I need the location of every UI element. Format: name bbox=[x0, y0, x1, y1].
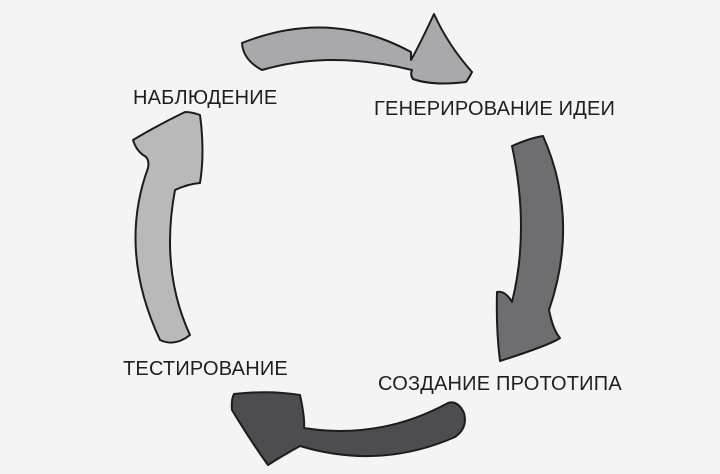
arrow-prototype-to-testing bbox=[230, 391, 466, 466]
arrow-ideation-to-prototype bbox=[495, 135, 565, 362]
stage-label-prototype: СОЗДАНИЕ ПРОТОТИПА bbox=[378, 373, 622, 395]
arrow-observation-to-ideation bbox=[241, 13, 473, 85]
stage-label-testing: ТЕСТИРОВАНИЕ bbox=[123, 358, 288, 380]
stage-label-ideation: ГЕНЕРИРОВАНИЕ ИДЕИ bbox=[374, 98, 616, 120]
stage-label-observation: НАБЛЮДЕНИЕ bbox=[133, 87, 278, 109]
arrow-testing-to-observation bbox=[132, 111, 204, 344]
